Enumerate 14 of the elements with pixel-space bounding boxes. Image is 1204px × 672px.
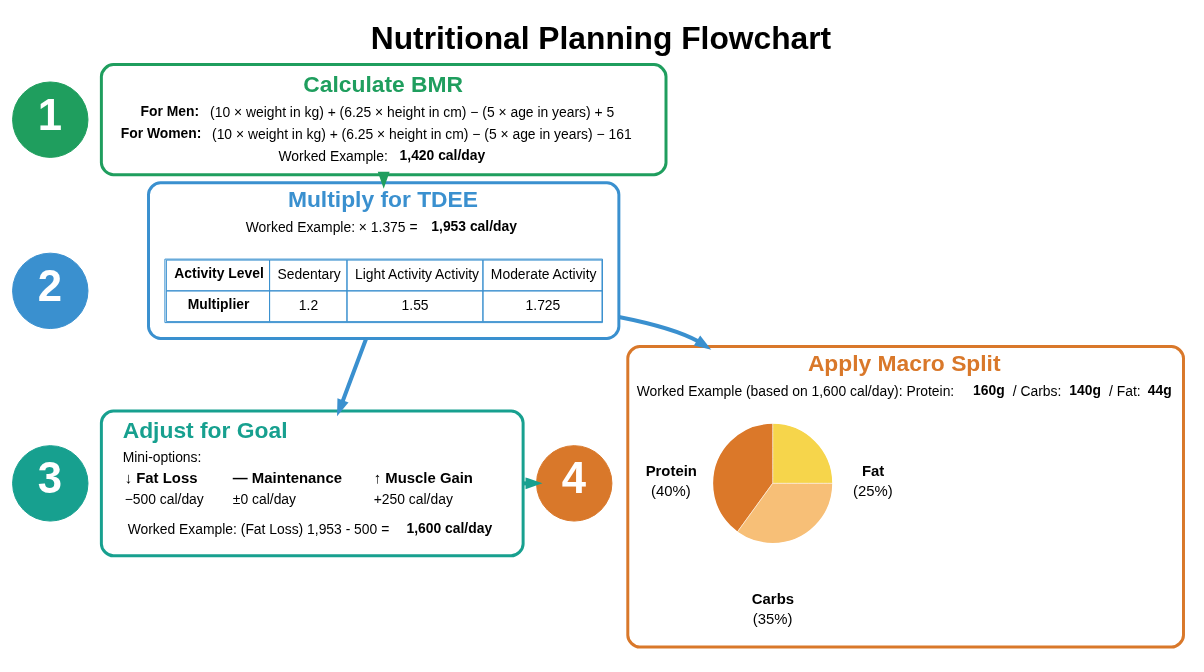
data-label: (25%) bbox=[853, 482, 893, 499]
arrow bbox=[618, 314, 712, 350]
arrow bbox=[337, 337, 369, 416]
slice-label: Carbs bbox=[751, 590, 795, 607]
node-circle: 4 bbox=[536, 444, 613, 522]
node-circle: 1 bbox=[12, 80, 89, 158]
slice-label: Fat bbox=[861, 462, 885, 479]
node-box: Adjust for Goal Mini-options: ↓ Fat Loss — Maintenance ↑ Muscle Gain −500 cal/day ±0 cal/day +250 cal/day Worked Example: (Fat Loss) 1,953 - 500 = 1,600 cal/day bbox=[99, 408, 525, 557]
slice-label: Protein bbox=[645, 462, 697, 479]
node-circle: 2 bbox=[12, 252, 89, 329]
node-circle: 3 bbox=[12, 444, 89, 522]
data-label: (40%) bbox=[651, 482, 691, 499]
data-label: (35%) bbox=[752, 610, 793, 627]
diagram-title: Nutritional Planning Flowchart bbox=[370, 19, 832, 56]
